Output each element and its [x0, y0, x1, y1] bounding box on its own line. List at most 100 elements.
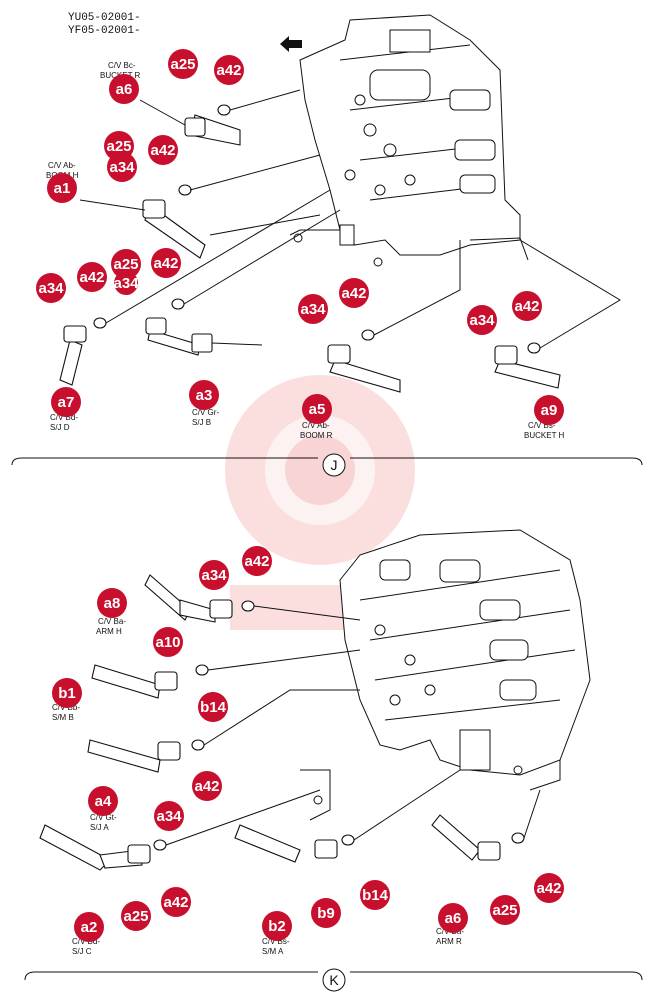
- hose-assembly-a2: [39, 789, 321, 871]
- hose-assembly-a4: [87, 689, 360, 773]
- callout-badge: a34: [154, 801, 184, 831]
- callout-badge: a7: [51, 387, 81, 417]
- callout-badge: b14: [360, 880, 390, 910]
- svg-text:b9: b9: [317, 905, 335, 922]
- svg-text:b1: b1: [58, 685, 76, 702]
- svg-text:a34: a34: [113, 275, 139, 292]
- callout-badge: a34: [107, 152, 137, 182]
- callout-badge: a42: [534, 873, 564, 903]
- hose-label: S/M B: [52, 713, 74, 722]
- callout-badge: a9: [534, 395, 564, 425]
- callout-badge: a42: [339, 278, 369, 308]
- callout-badge: b9: [311, 898, 341, 928]
- hose-label: C/V Ab-: [302, 421, 330, 430]
- hose-label: C/V Bs-: [528, 421, 556, 430]
- callout-badge: b1: [52, 678, 82, 708]
- hose-assembly-a8: [144, 574, 361, 623]
- hose-assembly-a9: [494, 239, 621, 389]
- svg-text:b14: b14: [200, 699, 227, 716]
- svg-text:a42: a42: [163, 894, 188, 911]
- hose-label: C/V Gt-: [90, 813, 117, 822]
- svg-text:a25: a25: [113, 256, 138, 273]
- hose-label: C/V Bc-: [108, 61, 136, 70]
- hose-label: S/J B: [192, 418, 211, 427]
- svg-text:a5: a5: [309, 401, 326, 418]
- callout-badge: a34: [467, 305, 497, 335]
- svg-text:a42: a42: [153, 255, 178, 272]
- callout-badge: a25: [111, 249, 141, 279]
- callout-badge: a42: [77, 262, 107, 292]
- callout-badge: a42: [161, 887, 191, 917]
- svg-text:b2: b2: [268, 918, 286, 935]
- hose-assembly-a6-k: [431, 789, 541, 861]
- section-divider-j: [11, 457, 643, 466]
- hose-assembly-a3: [145, 209, 341, 356]
- callout-badge: a4: [88, 786, 118, 816]
- callout-badge: a42: [148, 135, 178, 165]
- control-valve-block-j: [289, 14, 529, 267]
- svg-text:a42: a42: [536, 880, 561, 897]
- svg-text:a42: a42: [79, 269, 104, 286]
- svg-text:a25: a25: [170, 56, 195, 73]
- hose-label: C/V Ba-: [98, 617, 126, 626]
- svg-text:a42: a42: [194, 778, 219, 795]
- svg-text:a8: a8: [104, 595, 121, 612]
- callout-badge: a5: [302, 394, 332, 424]
- callout-badge: a42: [242, 546, 272, 576]
- callout-badge: a42: [192, 771, 222, 801]
- callout-badge: a25: [121, 901, 151, 931]
- svg-text:a42: a42: [244, 553, 269, 570]
- svg-text:a9: a9: [541, 402, 558, 419]
- direction-arrow-left-icon: [280, 36, 302, 52]
- hose-assembly-b1: [91, 649, 361, 699]
- svg-text:a6: a6: [445, 910, 462, 927]
- svg-text:a10: a10: [155, 634, 180, 651]
- hose-assembly-a6: [139, 89, 301, 146]
- svg-text:a3: a3: [196, 387, 213, 404]
- callout-badge: a34: [36, 273, 66, 303]
- section-label-j: J: [331, 457, 338, 473]
- callout-badge: a6: [438, 903, 468, 933]
- callout-badge: a34: [113, 271, 139, 295]
- callouts: a25 a42 a6 a25 a42 a34 a1 a34 a42 a25 a4…: [36, 49, 564, 942]
- hose-label: C/V Ab-: [48, 161, 76, 170]
- hose-label: ARM R: [436, 937, 462, 946]
- callout-badge: a25: [168, 49, 198, 79]
- svg-text:a34: a34: [156, 808, 182, 825]
- callout-badge: a10: [153, 627, 183, 657]
- callout-badge: a42: [214, 55, 244, 85]
- svg-text:a2: a2: [81, 919, 98, 936]
- control-valve-block-k: [300, 529, 591, 821]
- svg-text:a34: a34: [201, 567, 227, 584]
- svg-text:a42: a42: [514, 298, 539, 315]
- hose-label: S/M A: [262, 947, 284, 956]
- callout-badge: a8: [97, 588, 127, 618]
- svg-text:a25: a25: [123, 908, 148, 925]
- svg-text:a42: a42: [341, 285, 366, 302]
- callout-badge: a42: [512, 291, 542, 321]
- hose-label: BUCKET H: [524, 431, 565, 440]
- svg-text:a1: a1: [54, 180, 71, 197]
- section-marker-j: [322, 453, 346, 477]
- svg-text:a4: a4: [95, 793, 112, 810]
- callout-badge: a42: [151, 248, 181, 278]
- hose-label: BOOM R: [300, 431, 333, 440]
- svg-text:a6: a6: [116, 81, 133, 98]
- hose-assembly-b2: [234, 769, 461, 863]
- svg-text:a34: a34: [469, 312, 495, 329]
- hose-label: ARM H: [96, 627, 122, 636]
- callout-badge: a34: [199, 560, 229, 590]
- section-label-k: K: [329, 972, 339, 988]
- svg-text:a25: a25: [106, 138, 131, 155]
- callout-badge: b14: [198, 692, 228, 722]
- callout-badge: a34: [298, 294, 328, 324]
- svg-text:a34: a34: [300, 301, 326, 318]
- callout-badge: a1: [47, 173, 77, 203]
- svg-text:a42: a42: [150, 142, 175, 159]
- callout-badge: b2: [262, 911, 292, 941]
- section-marker-k: [322, 968, 346, 992]
- hose-label: C/V Gr-: [192, 408, 219, 417]
- hose-assembly-a1: [79, 154, 321, 259]
- serial-range-2: YF05-02001-: [68, 25, 141, 37]
- serial-range-1: YU05-02001-: [68, 12, 141, 24]
